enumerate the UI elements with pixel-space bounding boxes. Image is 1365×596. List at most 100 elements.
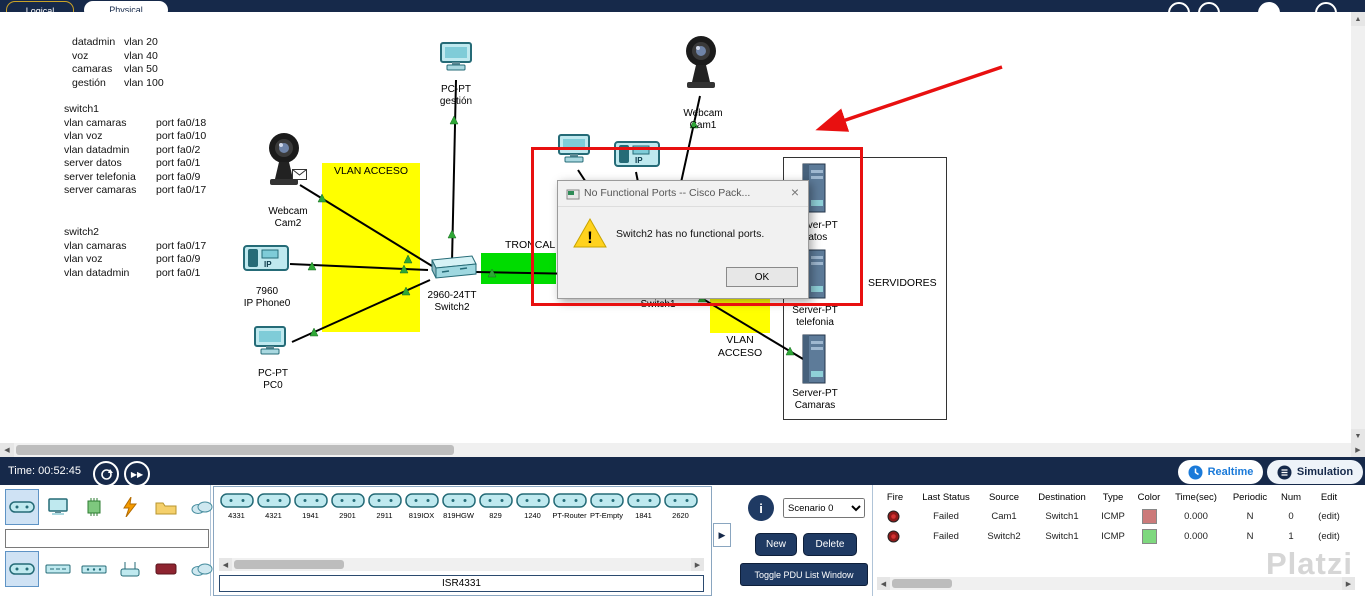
router-icon xyxy=(330,493,365,508)
category-end-devices[interactable] xyxy=(41,489,75,525)
palette-item[interactable]: 4331 xyxy=(218,490,255,520)
pdu-scrollbar[interactable]: ◀ ▶ xyxy=(877,577,1355,590)
scroll-right-icon[interactable]: ▶ xyxy=(1351,443,1365,457)
scroll-left-icon[interactable]: ◀ xyxy=(877,577,890,590)
device-webcam-cam1[interactable] xyxy=(679,34,723,97)
device-webcam-cam2[interactable] xyxy=(262,131,306,194)
category-multiuser[interactable] xyxy=(185,489,219,525)
tab-physical[interactable]: Physical xyxy=(84,1,168,12)
subcategory-routers[interactable] xyxy=(5,551,39,587)
scroll-left-icon[interactable]: ◀ xyxy=(219,558,232,571)
scroll-right-icon[interactable]: ▶ xyxy=(1342,577,1355,590)
router-icon xyxy=(9,501,35,513)
delete-button-label: Delete xyxy=(815,539,845,550)
fire-button[interactable] xyxy=(887,510,900,528)
toolbar-icon-2[interactable] xyxy=(1198,2,1220,12)
pdu-scroll-thumb[interactable] xyxy=(892,579,952,588)
palette-item[interactable]: 1841 xyxy=(625,490,662,520)
fast-forward-button[interactable]: ▶▶ xyxy=(124,461,150,487)
palette-item[interactable]: 819HGW xyxy=(440,490,477,520)
fire-icon xyxy=(887,530,900,543)
new-scenario-button[interactable]: New xyxy=(755,533,797,556)
palette-item[interactable]: 819IOX xyxy=(403,490,440,520)
col-source: Source xyxy=(988,492,1020,503)
dialog-title: No Functional Ports -- Cisco Pack... xyxy=(584,187,751,199)
palette-item[interactable]: 2620 xyxy=(662,490,699,520)
palette-item[interactable]: 829 xyxy=(477,490,514,520)
device-ipphone-partial[interactable]: IP xyxy=(614,138,660,173)
palette-item[interactable]: PT-Router xyxy=(551,490,588,520)
region-vlan-acceso-left: VLAN ACCESO xyxy=(322,163,420,332)
palette-item[interactable]: 2911 xyxy=(366,490,403,520)
pdu-last-status: Failed xyxy=(933,511,959,522)
canvas-hscrollbar[interactable]: ◀ ▶ xyxy=(0,443,1365,457)
device-pc-gestion[interactable] xyxy=(438,42,474,77)
info-icon: i xyxy=(759,500,763,516)
scroll-left-icon[interactable]: ◀ xyxy=(0,443,14,457)
scenario-select[interactable]: Scenario 0 xyxy=(783,498,865,518)
delete-scenario-button[interactable]: Delete xyxy=(803,533,857,556)
category-components[interactable] xyxy=(77,489,111,525)
palette-item[interactable]: PT-Empty xyxy=(588,490,625,520)
pdu-periodic: N xyxy=(1246,531,1254,542)
ip-phone-icon: IP xyxy=(614,141,660,167)
router-icon xyxy=(552,493,587,508)
info-button[interactable]: i xyxy=(748,495,774,521)
scroll-down-icon[interactable]: ▼ xyxy=(1351,429,1365,443)
col-color: Color xyxy=(1137,492,1161,503)
device-filter-input[interactable] xyxy=(5,529,209,548)
user-icon[interactable] xyxy=(1258,2,1280,12)
router-icon xyxy=(515,493,550,508)
pdu-edit-link[interactable]: (edit) xyxy=(1318,531,1340,542)
toolbar-icon-1[interactable] xyxy=(1168,2,1190,12)
category-network-devices[interactable] xyxy=(5,489,39,525)
palette-item[interactable]: 1240 xyxy=(514,490,551,520)
ok-button[interactable]: OK xyxy=(726,267,798,287)
close-icon[interactable]: × xyxy=(790,184,799,200)
pdu-type: ICMP xyxy=(1101,531,1125,542)
dialog-titlebar[interactable]: No Functional Ports -- Cisco Pack... × xyxy=(558,181,808,207)
pdu-source: Switch2 xyxy=(987,531,1021,542)
subcategory-security[interactable] xyxy=(149,551,183,587)
pdu-edit-link[interactable]: (edit) xyxy=(1318,511,1340,522)
panel-expand-button[interactable]: ▶ xyxy=(713,523,731,547)
subcategory-wireless[interactable] xyxy=(113,551,147,587)
device-server-camaras[interactable] xyxy=(797,331,831,392)
webcam-icon xyxy=(686,36,716,88)
device-pc0[interactable] xyxy=(252,326,288,361)
tab-realtime[interactable]: Realtime xyxy=(1178,460,1263,484)
canvas-vscrollbar[interactable]: ▲ ▼ xyxy=(1351,12,1365,443)
palette-item[interactable]: 4321 xyxy=(255,490,292,520)
toggle-pdu-list-button[interactable]: Toggle PDU List Window xyxy=(740,563,868,586)
scroll-right-icon[interactable]: ▶ xyxy=(691,558,704,571)
pdu-destination: Switch1 xyxy=(1045,511,1079,522)
category-connections[interactable] xyxy=(113,489,147,525)
palette-item[interactable]: 2901 xyxy=(329,490,366,520)
hscroll-thumb[interactable] xyxy=(16,445,454,455)
device-pc-partial[interactable] xyxy=(556,134,592,169)
palette-scroll-thumb[interactable] xyxy=(234,560,344,569)
subcategory-switches[interactable] xyxy=(41,551,75,587)
power-cycle-button[interactable] xyxy=(93,461,119,487)
user-icon-2[interactable] xyxy=(1315,2,1337,12)
svg-text:IP: IP xyxy=(635,156,643,165)
troncal-label: TRONCAL xyxy=(505,239,556,251)
device-ipphone0[interactable]: IP xyxy=(243,242,289,277)
pc-icon xyxy=(440,42,472,71)
category-misc[interactable] xyxy=(149,489,183,525)
fire-button[interactable] xyxy=(887,530,900,548)
subcategory-wan[interactable] xyxy=(185,551,219,587)
palette-scrollbar[interactable]: ◀ ▶ xyxy=(219,558,704,571)
scroll-up-icon[interactable]: ▲ xyxy=(1351,12,1365,26)
subcategory-hubs[interactable] xyxy=(77,551,111,587)
tab-simulation[interactable]: Simulation xyxy=(1267,460,1363,484)
palette-item[interactable]: 1941 xyxy=(292,490,329,520)
device-switch2[interactable] xyxy=(426,254,478,287)
tab-logical[interactable]: Logical xyxy=(6,1,74,12)
tab-physical-label: Physical xyxy=(109,5,143,12)
topology-canvas[interactable]: VLAN ACCESO TRONCAL VLAN ACCESO SERVIDOR… xyxy=(0,12,1351,443)
toggle-pdu-label: Toggle PDU List Window xyxy=(754,569,854,580)
dialog-app-icon xyxy=(566,187,580,206)
